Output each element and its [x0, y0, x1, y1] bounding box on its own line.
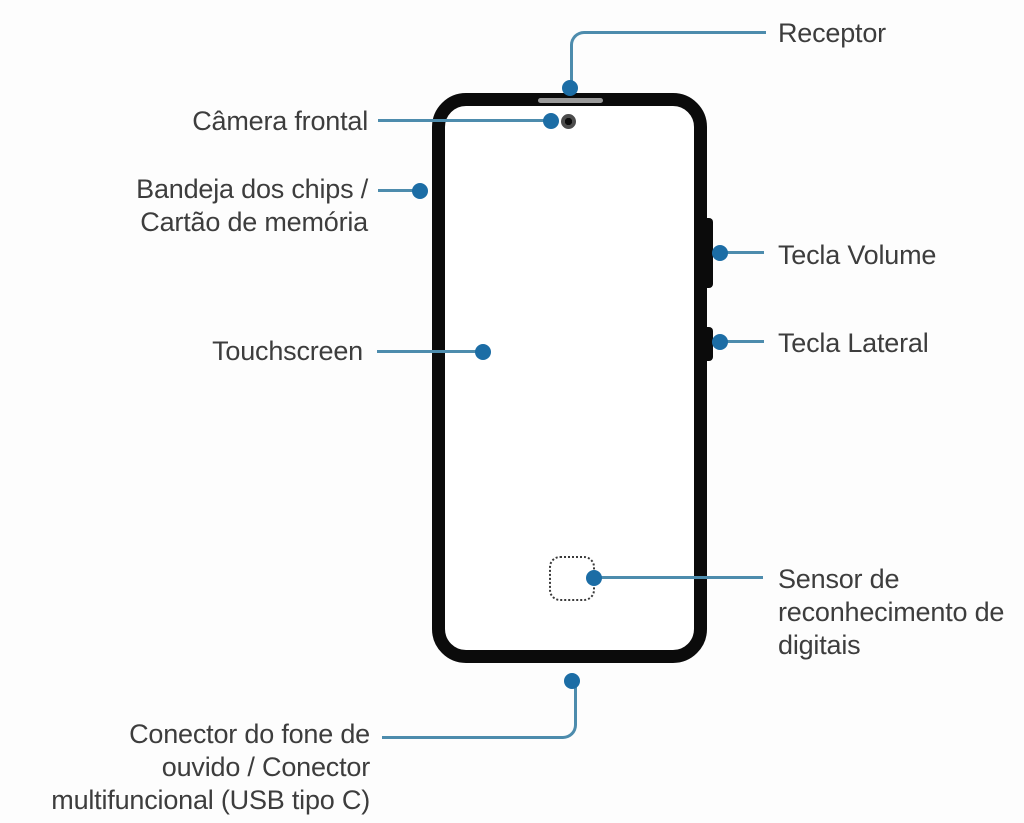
side-key-dot [712, 334, 728, 350]
label-front-camera: Câmera frontal [192, 106, 368, 136]
connector-leader-line [382, 681, 577, 739]
camera-dot [543, 113, 559, 129]
receiver-speaker-slit [538, 98, 603, 103]
label-volume-key: Tecla Volume [778, 240, 937, 270]
fingerprint-dot [586, 570, 602, 586]
side-key [706, 327, 713, 361]
phone-frame [432, 93, 707, 663]
label-receptor: Receptor [778, 18, 886, 48]
volume-key [706, 218, 713, 288]
connector-dot [564, 673, 580, 689]
receptor-dot [562, 80, 578, 96]
tray-dot [412, 183, 428, 199]
label-touchscreen: Touchscreen [212, 336, 363, 366]
label-sim-memory-tray: Bandeja dos chips / Cartão de memória [136, 174, 368, 237]
receptor-leader-line [570, 31, 766, 90]
camera-leader-line [378, 119, 551, 122]
touchscreen-leader-line [377, 350, 483, 353]
label-fingerprint-sensor: Sensor de reconhecimento de digitais [778, 564, 1005, 660]
side-key-leader-line [720, 340, 764, 343]
touchscreen-dot [475, 344, 491, 360]
volume-leader-line [720, 251, 764, 254]
tray-leader-line [378, 189, 420, 192]
label-side-key: Tecla Lateral [778, 328, 929, 358]
label-connector: Conector do fone de ouvido / Conector mu… [51, 719, 370, 815]
volume-dot [712, 245, 728, 261]
fingerprint-leader-line [594, 576, 763, 579]
front-camera-lens [561, 114, 576, 129]
